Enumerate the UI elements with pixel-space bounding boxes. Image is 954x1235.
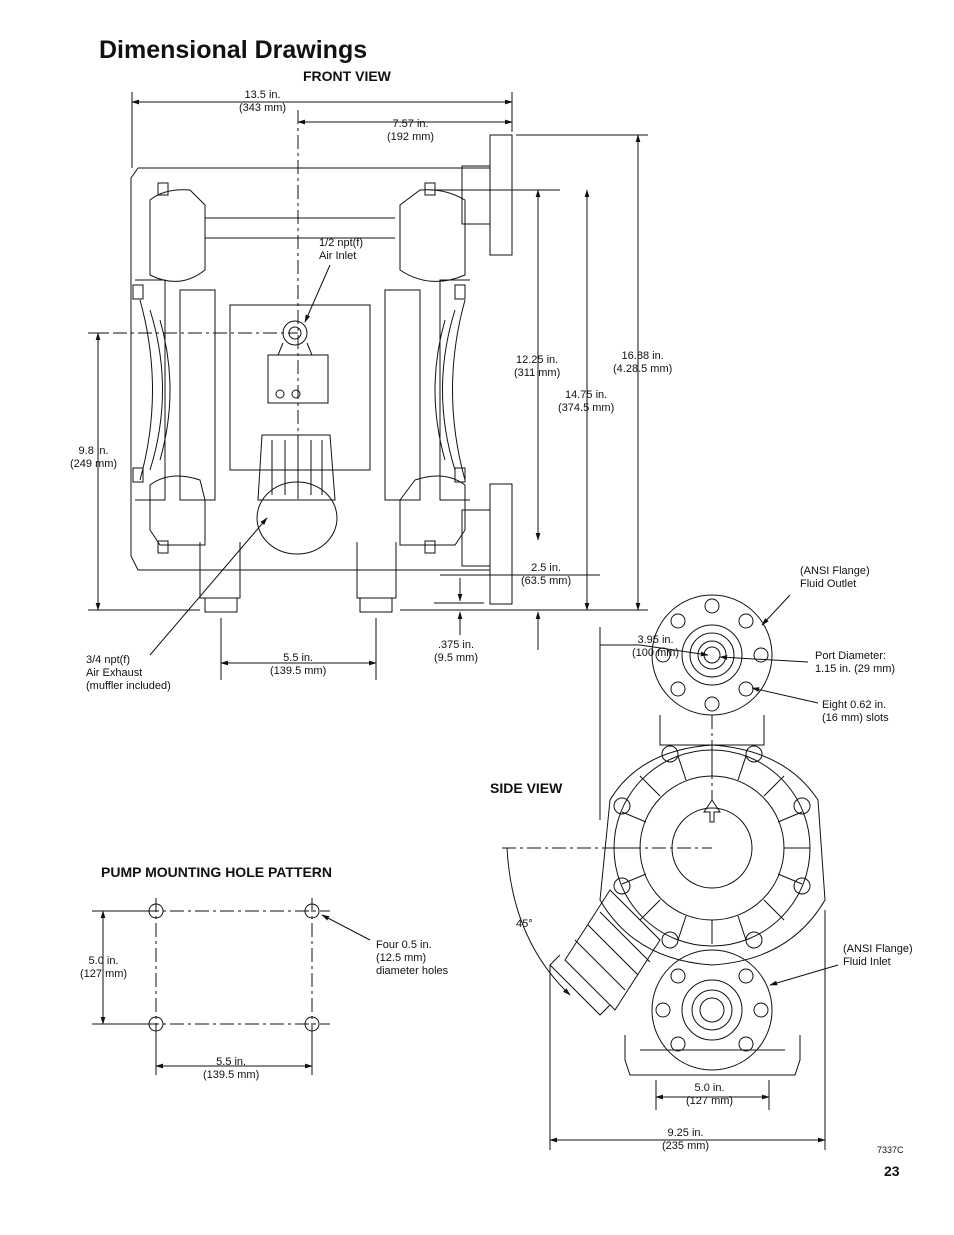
dim-fluid-inlet-height: 2.5 in.(63.5 mm)	[521, 562, 572, 587]
side-view-heading: SIDE VIEW	[490, 780, 563, 796]
label-angle: 45°	[516, 918, 533, 930]
front-view-heading: FRONT VIEW	[303, 68, 391, 84]
dim-flange-spacing: 12.25 in.(311 mm)	[514, 354, 561, 379]
dim-mount-vertical: 5.0 in.(127 mm)	[80, 955, 128, 980]
dim-outlet-height: 14.75 in.(374.5 mm)	[558, 389, 615, 414]
front-dimension-lines	[88, 92, 648, 680]
dim-base-width: 5.0 in.(127 mm)	[686, 1082, 734, 1107]
label-air-exhaust: 3/4 npt(f)Air Exhaust(muffler included)	[86, 654, 171, 692]
dim-center-to-flange: 7.57 in.(192 mm)	[387, 118, 435, 143]
dim-overall-depth: 9.25 in.(235 mm)	[662, 1127, 710, 1152]
dim-inlet-height: 9.8 in.(249 mm)	[70, 445, 118, 470]
label-fluid-outlet: (ANSI Flange)Fluid Outlet	[800, 565, 870, 590]
mounting-hole-pattern	[92, 898, 371, 1075]
side-view-pump-outline	[549, 594, 826, 1076]
figure-id: 7337C	[877, 1145, 904, 1155]
side-dimension-lines	[506, 594, 839, 1150]
dim-foot-spacing: 5.5 in.(139.5 mm)	[270, 652, 327, 677]
page-title: Dimensional Drawings	[99, 36, 368, 64]
front-view-pump-outline	[130, 134, 513, 613]
label-air-inlet: 1/2 npt(f)Air Inlet	[319, 237, 364, 262]
label-fluid-inlet: (ANSI Flange)Fluid Inlet	[843, 943, 913, 968]
front-centerlines	[88, 110, 299, 500]
side-centerlines	[502, 715, 713, 849]
dim-outlet-offset: 3.95 in.(100 mm)	[632, 634, 680, 659]
label-port-diameter: Port Diameter:1.15 in. (29 mm)	[815, 650, 896, 675]
dim-foot-thickness: .375 in.(9.5 mm)	[434, 639, 478, 664]
mounting-heading: PUMP MOUNTING HOLE PATTERN	[101, 864, 332, 880]
dim-mount-horizontal: 5.5 in.(139.5 mm)	[203, 1056, 260, 1081]
label-slots: Eight 0.62 in.(16 mm) slots	[822, 699, 889, 724]
page-number: 23	[884, 1163, 900, 1179]
dim-overall-height: 16.88 in.(4.28.5 mm)	[613, 350, 673, 375]
dim-overall-width: 13.5 in.(343 mm)	[239, 89, 287, 114]
label-mount-holes: Four 0.5 in.(12.5 mm)diameter holes	[376, 939, 449, 977]
